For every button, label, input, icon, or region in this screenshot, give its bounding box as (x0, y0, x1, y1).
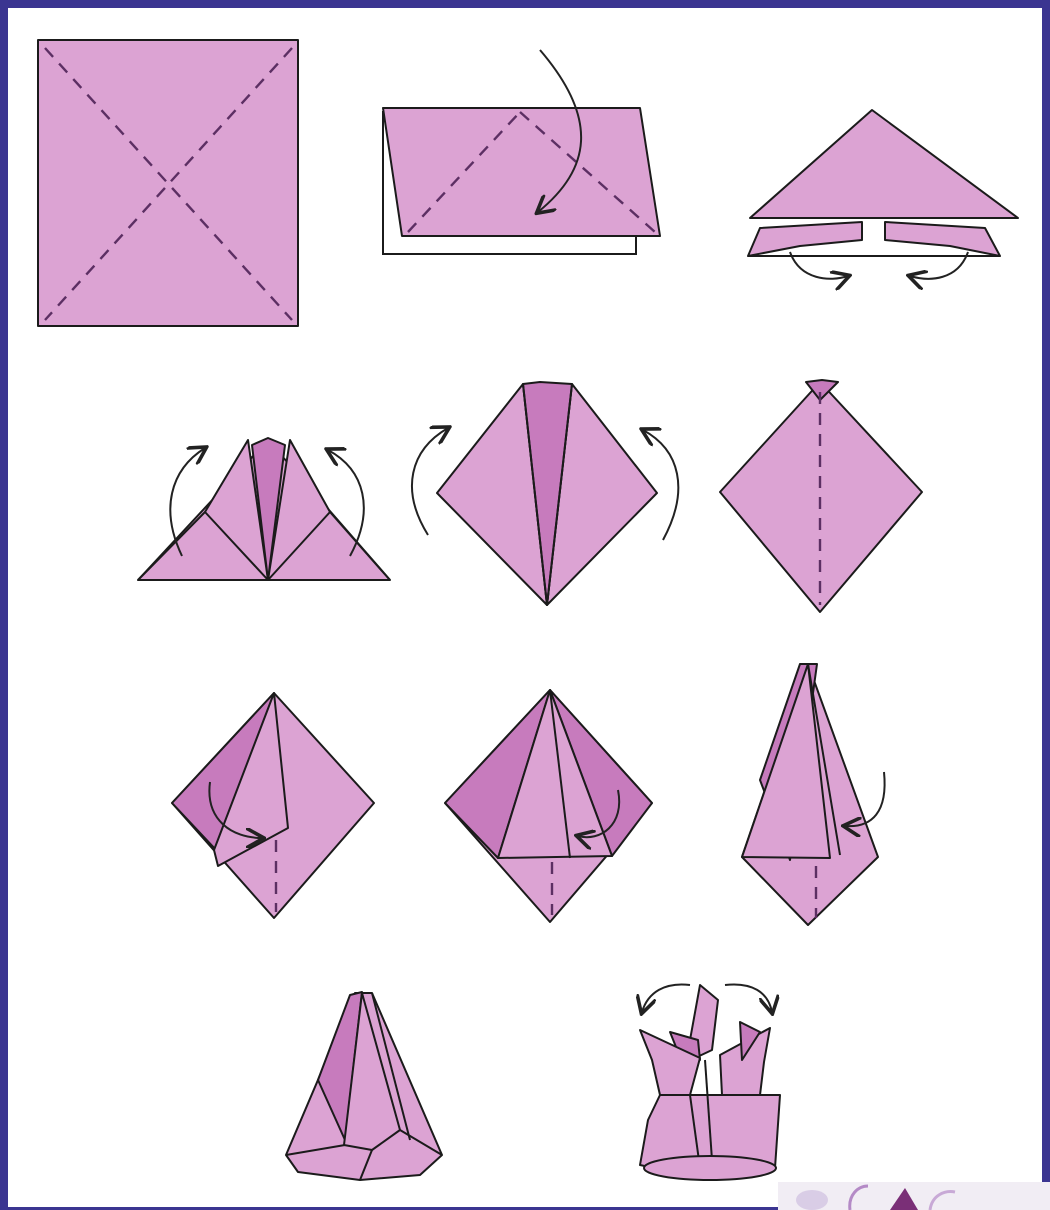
step-5-diamond-flaps (412, 382, 678, 605)
open-petals-arrow-right-icon (725, 984, 772, 1012)
step-10-closed-bud (286, 992, 442, 1180)
turn-arrow-left-icon (412, 428, 448, 535)
step-11-tulip (640, 984, 780, 1180)
step-8-right-tuck (445, 690, 652, 922)
step-2-fold-half (383, 50, 660, 254)
step-6-diamond-crease (720, 380, 922, 612)
step-9-narrow-base (742, 664, 885, 925)
step-4-flaps-up (138, 438, 390, 580)
step-7-left-tuck (172, 693, 374, 918)
step-1-square (38, 40, 298, 326)
tulip-photo-corner (778, 1182, 1050, 1210)
step-3-triangle (748, 110, 1018, 279)
open-petals-arrow-left-icon (642, 984, 690, 1012)
